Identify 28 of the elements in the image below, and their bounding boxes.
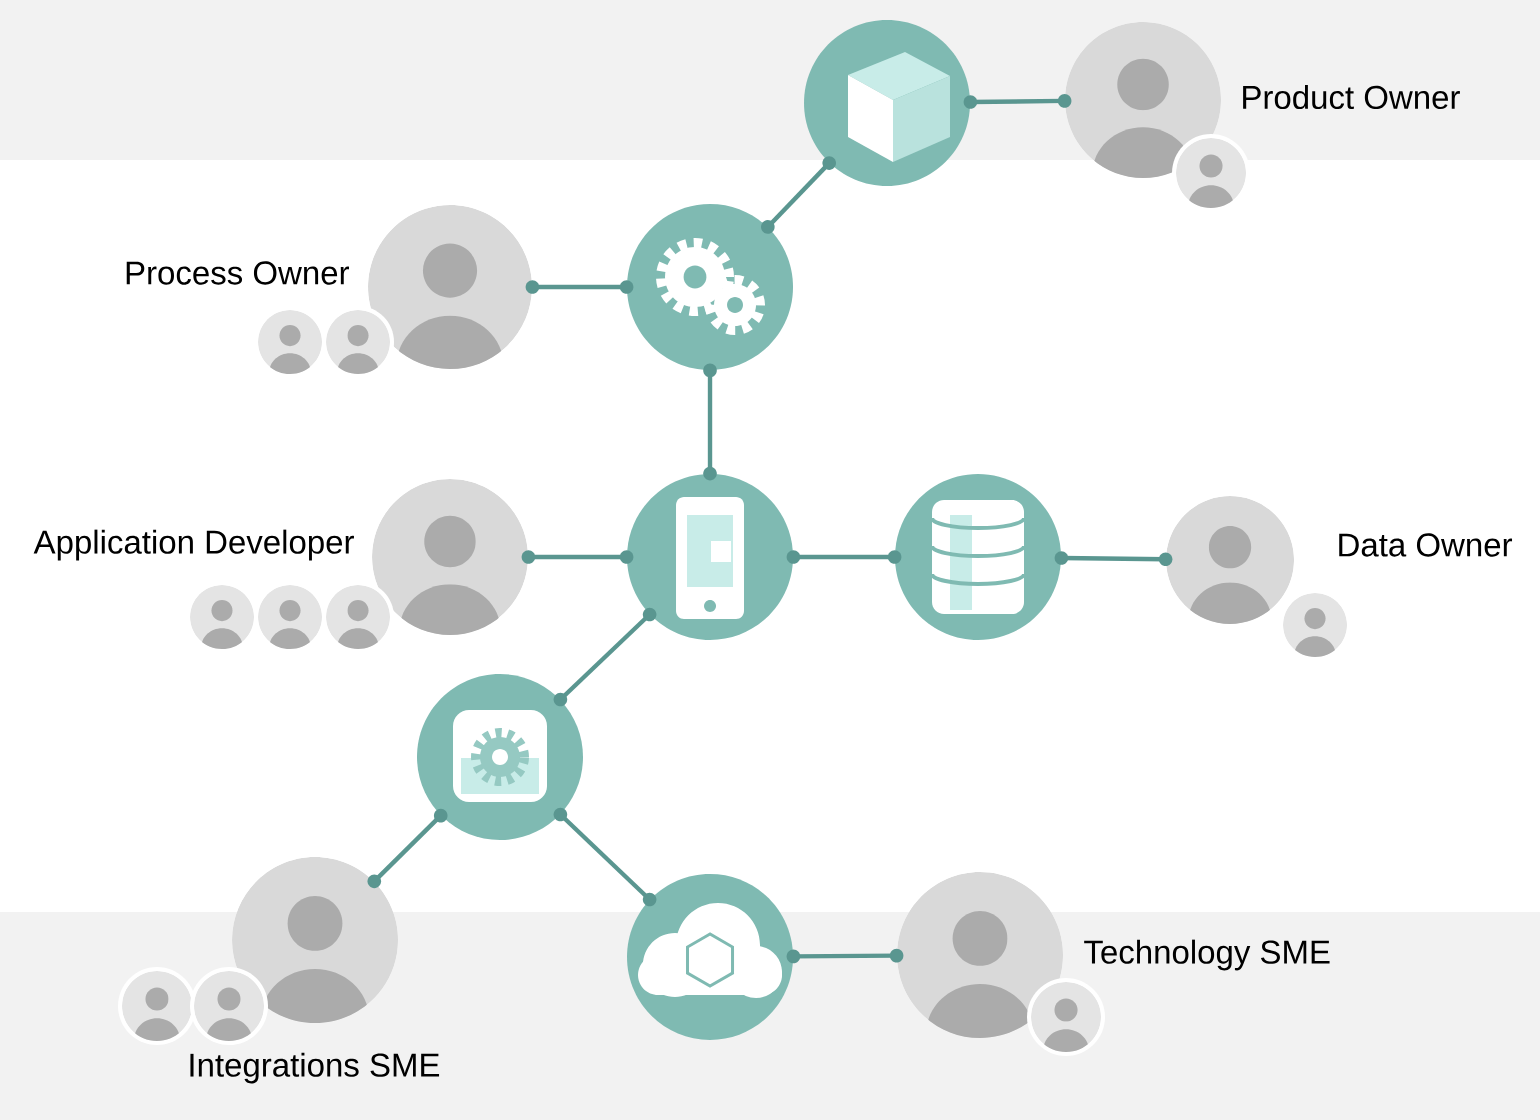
connector-line xyxy=(367,808,448,889)
icon-circle xyxy=(627,474,793,640)
connector-line xyxy=(1054,551,1173,567)
person-avatar xyxy=(232,857,398,1023)
role-label: Integrations SME xyxy=(190,1052,440,1084)
person-avatar xyxy=(368,205,532,369)
role-label: Data Owner xyxy=(1339,533,1513,557)
connector-line xyxy=(703,363,717,481)
connector-line xyxy=(553,607,657,707)
person-avatar xyxy=(897,872,1063,1038)
connector-line xyxy=(525,280,634,294)
connector-line xyxy=(963,94,1072,109)
connector-line xyxy=(786,948,904,964)
connector-line xyxy=(786,550,902,564)
icon-circle xyxy=(895,474,1061,640)
role-label: Process Owner xyxy=(126,261,349,285)
connector-line xyxy=(553,807,657,907)
person-avatar xyxy=(1166,496,1294,624)
icon-circle xyxy=(627,874,793,1040)
role-label: Technology SME xyxy=(1084,939,1330,971)
person-avatar xyxy=(372,479,528,635)
role-label: Application Developer xyxy=(33,529,354,561)
icon-circle xyxy=(417,674,583,840)
icon-circle xyxy=(627,204,793,370)
connector-line xyxy=(521,550,634,564)
icon-circle xyxy=(804,20,970,186)
role-label: Product Owner xyxy=(1243,84,1460,110)
connector-line xyxy=(761,156,836,234)
